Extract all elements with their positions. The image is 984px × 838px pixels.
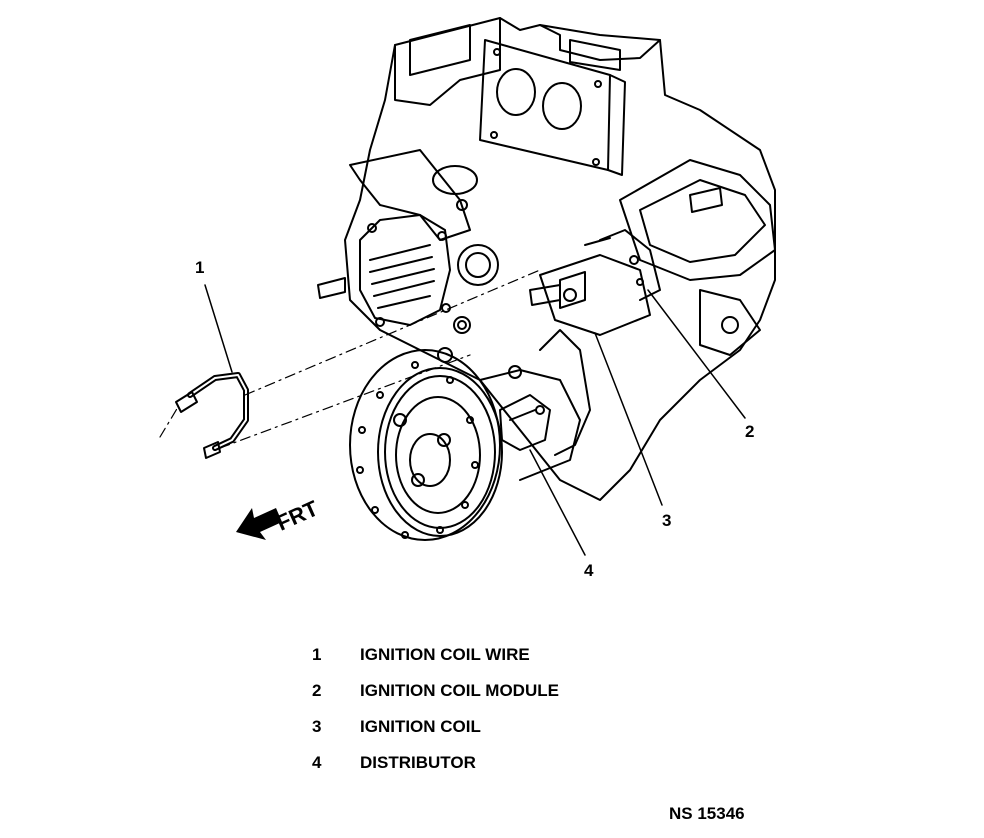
callout-3: 3	[662, 511, 671, 530]
ignition-coil-assembly	[529, 229, 661, 336]
carburetor-mounting-plate	[479, 39, 626, 176]
front-direction-arrow: FRT	[236, 495, 322, 540]
figure-id: NS 15346	[669, 804, 745, 823]
legend-label: DISTRIBUTOR	[360, 753, 476, 772]
legend-item: 4 DISTRIBUTOR	[312, 752, 672, 788]
ignition-coil-wire	[175, 372, 249, 459]
leader-lines	[159, 269, 541, 449]
legend-number: 2	[312, 681, 322, 700]
valve-cover	[619, 159, 776, 356]
legend-label: IGNITION COIL	[360, 717, 481, 736]
legend-number: 4	[312, 753, 322, 772]
legend-label: IGNITION COIL WIRE	[360, 645, 530, 664]
legend-number: 1	[312, 645, 322, 664]
water-pump	[317, 149, 499, 334]
engine-block	[344, 17, 776, 501]
legend-label: IGNITION COIL MODULE	[360, 681, 559, 700]
legend-number: 3	[312, 717, 322, 736]
callout-4: 4	[584, 561, 594, 580]
crankshaft-pulley	[349, 347, 581, 541]
frt-label: FRT	[273, 495, 323, 535]
engine-diagram: FRT 1 2 3 4	[159, 17, 776, 580]
legend: 1 IGNITION COIL WIRE 2 IGNITION COIL MOD…	[312, 644, 672, 788]
legend-item: 3 IGNITION COIL	[312, 716, 672, 752]
legend-item: 1 IGNITION COIL WIRE	[312, 644, 672, 680]
callout-1: 1	[195, 258, 204, 277]
callout-lines	[204, 284, 746, 556]
legend-item: 2 IGNITION COIL MODULE	[312, 680, 672, 716]
distributor	[499, 329, 591, 456]
callout-2: 2	[745, 422, 754, 441]
